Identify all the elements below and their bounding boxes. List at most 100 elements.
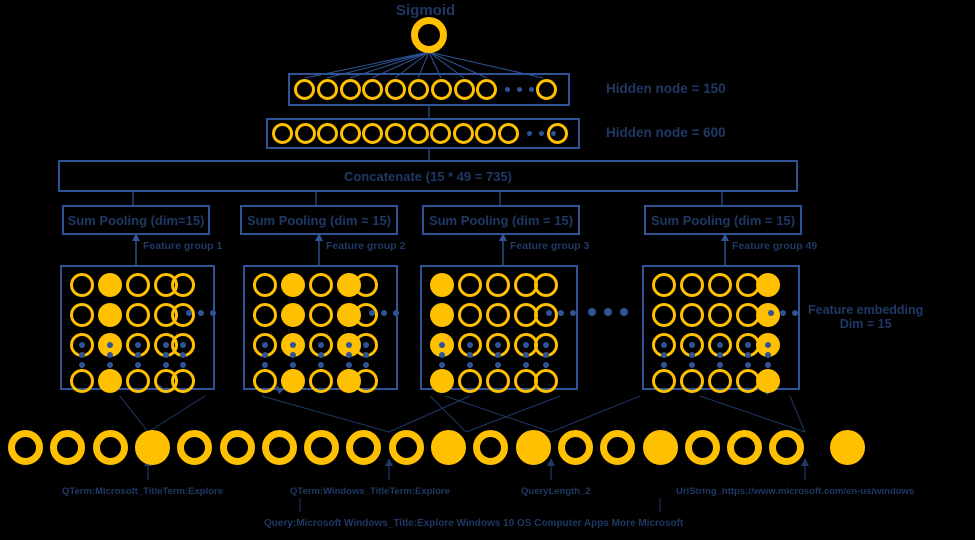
embedding-node xyxy=(458,303,482,327)
column-ellipsis-dot xyxy=(180,342,186,348)
column-ellipsis-dot xyxy=(262,352,268,358)
column-ellipsis-dot xyxy=(495,342,501,348)
ellipsis-dot xyxy=(538,131,544,136)
column-ellipsis-dot xyxy=(467,352,473,358)
column-ellipsis-dot xyxy=(745,362,751,368)
embedding-node xyxy=(354,273,378,297)
column-ellipsis-dot xyxy=(765,362,771,368)
sum-pooling-box-4: Sum Pooling (dim = 15) xyxy=(644,205,802,235)
ellipsis-dot xyxy=(526,131,532,136)
column-ellipsis-dot xyxy=(180,352,186,358)
feature-group-label-1: Feature group 1 xyxy=(143,240,223,252)
column-ellipsis-dot xyxy=(290,362,296,368)
column-ellipsis-dot xyxy=(363,362,369,368)
embedding-node xyxy=(534,303,558,327)
column-ellipsis-dot xyxy=(346,342,352,348)
sum-pooling-label-2: Sum Pooling (dim = 15) xyxy=(246,212,392,228)
embedding-node xyxy=(309,369,333,393)
feature-group-49-embedding xyxy=(642,265,800,393)
token-label-qterm-windows: QTerm:Windows_TitleTerm:Explore xyxy=(290,486,450,497)
feature-embedding-label-line1: Feature embedding xyxy=(808,303,924,317)
hidden-node xyxy=(362,79,384,100)
row-ellipsis-dot xyxy=(546,310,552,316)
input-token-node xyxy=(92,430,128,465)
column-ellipsis-dot xyxy=(745,352,751,358)
hidden-layer-150-label: Hidden node = 150 xyxy=(606,81,726,96)
embedding-node xyxy=(171,303,195,327)
input-token-node xyxy=(261,430,297,465)
hidden-layer-600-box xyxy=(266,118,580,149)
token-label-urlstring: UrlString_https://www.microsoft.com/en-u… xyxy=(676,486,915,497)
hidden-layer-600-nodes xyxy=(266,118,580,149)
grid-gap-dot xyxy=(588,308,596,316)
column-ellipsis-dot xyxy=(107,362,113,368)
feature-group-3-embedding xyxy=(420,265,578,393)
embedding-node xyxy=(70,303,94,327)
column-ellipsis-dot xyxy=(439,342,445,348)
column-ellipsis-dot xyxy=(290,342,296,348)
column-ellipsis-dot xyxy=(363,342,369,348)
embedding-node xyxy=(680,369,704,393)
column-ellipsis-dot xyxy=(689,342,695,348)
concatenate-label: Concatenate (15 * 49 = 735) xyxy=(344,168,512,184)
embedding-node xyxy=(708,369,732,393)
column-ellipsis-dot xyxy=(661,342,667,348)
embedding-grid-ellipsis xyxy=(588,308,638,320)
hidden-node xyxy=(452,123,474,144)
column-ellipsis-dot xyxy=(523,352,529,358)
embedding-node xyxy=(534,273,558,297)
column-ellipsis-dot xyxy=(543,342,549,348)
feature-group-1-embedding xyxy=(60,265,216,393)
column-ellipsis-dot xyxy=(318,342,324,348)
input-token-node xyxy=(50,430,86,465)
hidden-node xyxy=(476,79,498,100)
column-ellipsis-dot xyxy=(689,352,695,358)
token-label-querylength: QueryLength_2 xyxy=(521,486,591,497)
column-ellipsis-dot xyxy=(346,362,352,368)
hidden-layer-150-nodes xyxy=(288,73,570,106)
row-ellipsis-dot xyxy=(393,310,399,316)
column-ellipsis-dot xyxy=(262,342,268,348)
input-token-node xyxy=(727,430,763,465)
hidden-node xyxy=(430,79,452,100)
embedding-node xyxy=(680,303,704,327)
embedding-node xyxy=(534,369,558,393)
column-ellipsis-dot xyxy=(543,362,549,368)
column-ellipsis-dot xyxy=(318,352,324,358)
sigmoid-label: Sigmoid xyxy=(396,2,456,19)
column-ellipsis-dot xyxy=(290,352,296,358)
row-ellipsis-dot xyxy=(210,310,216,316)
column-ellipsis-dot xyxy=(765,342,771,348)
embedding-node xyxy=(458,369,482,393)
embedding-node xyxy=(680,273,704,297)
column-ellipsis-dot xyxy=(79,352,85,358)
embedding-node xyxy=(652,273,676,297)
embedding-node xyxy=(126,303,150,327)
ellipsis-dot xyxy=(505,87,511,92)
embedding-node xyxy=(281,273,305,297)
row-ellipsis-dot xyxy=(792,310,798,316)
input-token-node xyxy=(473,430,509,465)
hidden-node xyxy=(339,79,361,100)
column-ellipsis-dot xyxy=(439,352,445,358)
hidden-node xyxy=(316,79,338,100)
embedding-node xyxy=(486,273,510,297)
embedding-node xyxy=(756,369,780,393)
row-ellipsis-dot xyxy=(381,310,387,316)
embedding-node xyxy=(281,369,305,393)
input-token-node xyxy=(829,430,865,465)
hidden-node xyxy=(475,123,497,144)
input-token-node xyxy=(684,430,720,465)
feature-group-label-3: Feature group 3 xyxy=(510,240,590,252)
input-token-node xyxy=(600,430,636,465)
sum-pooling-label-4: Sum Pooling (dim = 15) xyxy=(650,212,796,228)
embedding-node xyxy=(126,273,150,297)
embedding-node xyxy=(309,273,333,297)
hidden-node xyxy=(407,123,429,144)
column-ellipsis-dot xyxy=(163,362,169,368)
embedding-node xyxy=(98,273,122,297)
row-ellipsis-dot xyxy=(780,310,786,316)
column-ellipsis-dot xyxy=(439,362,445,368)
column-ellipsis-dot xyxy=(523,362,529,368)
